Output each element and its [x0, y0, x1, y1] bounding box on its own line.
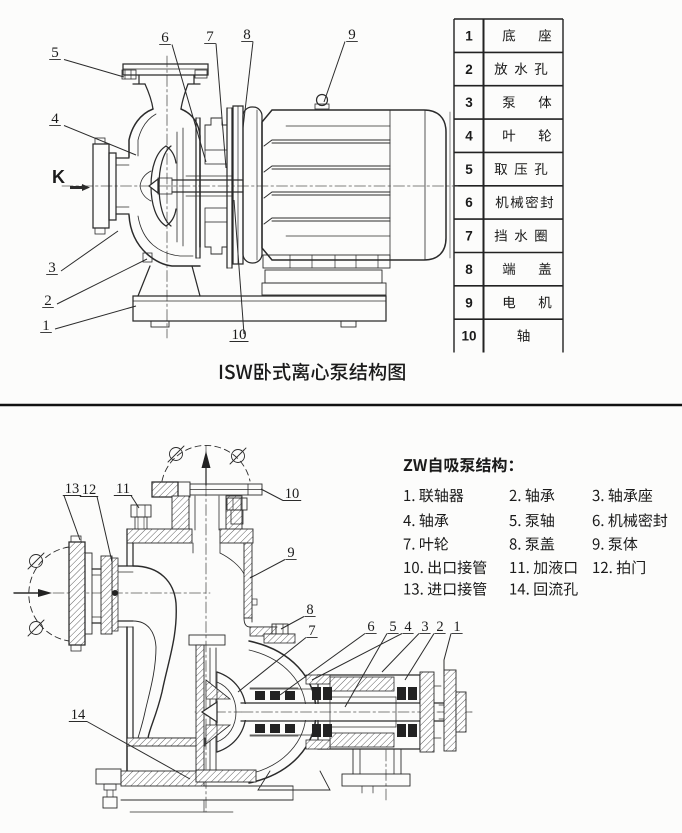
svg-text:14: 14	[71, 707, 86, 723]
svg-text:4: 4	[404, 619, 412, 635]
svg-text:10: 10	[232, 327, 247, 343]
svg-text:7: 7	[465, 229, 473, 244]
svg-text:6: 6	[161, 30, 169, 46]
svg-text:13: 13	[65, 481, 80, 497]
svg-text:5: 5	[465, 162, 473, 177]
svg-text:11: 11	[116, 481, 130, 497]
svg-text:9: 9	[348, 27, 356, 43]
svg-text:3: 3	[465, 95, 473, 110]
svg-text:4: 4	[465, 129, 473, 144]
svg-text:9: 9	[287, 545, 294, 561]
svg-text:10: 10	[461, 329, 476, 344]
svg-text:9: 9	[465, 295, 473, 310]
svg-text:5: 5	[51, 45, 59, 61]
svg-text:1: 1	[42, 318, 50, 334]
svg-text:3: 3	[421, 619, 428, 635]
svg-text:10: 10	[285, 486, 300, 502]
svg-text:8: 8	[243, 27, 251, 43]
svg-text:7: 7	[308, 623, 315, 639]
svg-text:6: 6	[465, 195, 473, 210]
svg-text:2: 2	[465, 62, 473, 77]
svg-text:6: 6	[367, 619, 374, 635]
svg-text:8: 8	[306, 602, 313, 618]
svg-text:4: 4	[51, 111, 59, 127]
svg-text:7: 7	[206, 29, 214, 45]
svg-text:12: 12	[82, 482, 97, 498]
svg-text:1: 1	[465, 29, 473, 44]
svg-text:8: 8	[465, 262, 473, 277]
svg-text:2: 2	[44, 293, 52, 309]
svg-text:3: 3	[48, 260, 56, 276]
svg-text:1: 1	[453, 619, 460, 635]
svg-text:K: K	[52, 167, 65, 187]
svg-text:5: 5	[389, 619, 396, 635]
svg-text:2: 2	[436, 619, 443, 635]
